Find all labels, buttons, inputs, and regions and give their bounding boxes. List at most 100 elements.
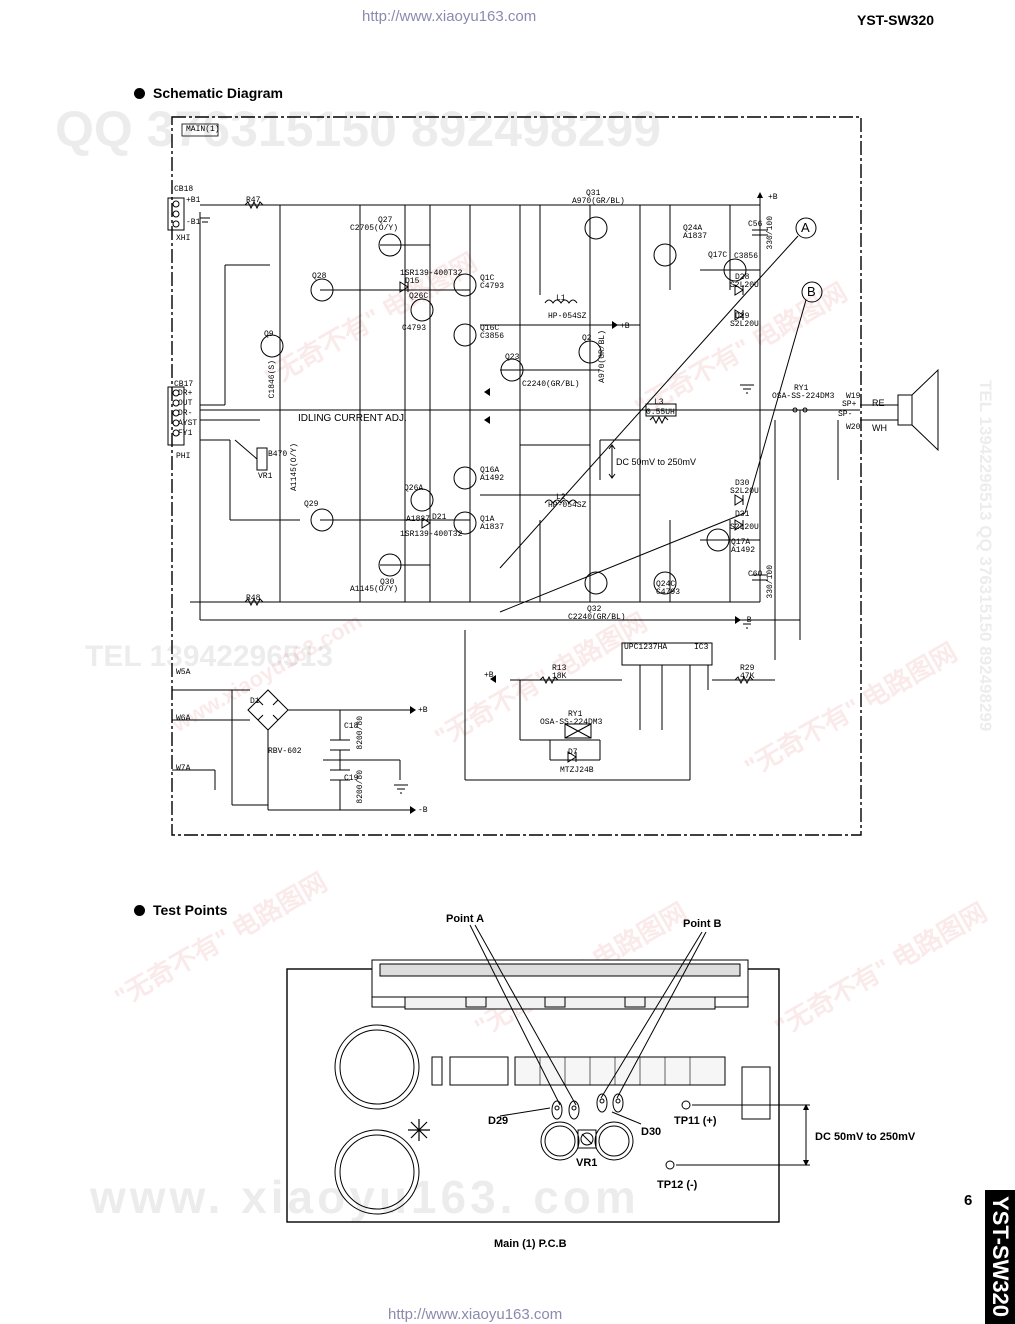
label-ry1b-type: OSA-SS-224DM3 <box>540 718 603 727</box>
point-b-label: Point B <box>683 918 722 930</box>
watermark-qq: QQ 376315150 892498299 <box>55 101 662 157</box>
label-w20: W20 <box>846 423 861 432</box>
label-q16a: Q16A <box>480 466 500 475</box>
label-c19: C19 <box>344 774 359 783</box>
tp12-pad <box>665 1160 675 1170</box>
label-plus-b-ic: +B <box>484 671 494 680</box>
connector-cb18 <box>167 197 185 231</box>
pcb-label: Main (1) P.C.B <box>494 1238 567 1250</box>
tp11-label: TP11 (+) <box>674 1115 717 1127</box>
diode-d29-body <box>551 1100 563 1120</box>
label-q30: Q30 <box>380 578 395 587</box>
label-cb18: CB18 <box>174 185 194 194</box>
transistor-q31 <box>584 216 608 240</box>
d30-label: D30 <box>641 1126 662 1138</box>
label-q17a-type: A1492 <box>731 546 756 555</box>
transistor-q16c <box>453 323 477 347</box>
tp11-pad <box>681 1100 691 1110</box>
label-q16c-type: C3856 <box>480 332 505 341</box>
label-q9: Q9 <box>264 330 274 339</box>
label-q24a-type: A1837 <box>683 232 708 241</box>
pcb-diagram <box>286 924 810 1223</box>
label-c18: C18 <box>344 722 359 731</box>
label-q26a-type: A1837 <box>406 515 431 524</box>
diode-d28 <box>734 284 744 296</box>
board-label: MAIN(1) <box>186 125 220 134</box>
label-c56: C56 <box>748 220 763 229</box>
label-q17a: Q17A <box>731 538 751 547</box>
point-b-leader <box>600 931 703 1099</box>
capacitor-small-right <box>594 1121 634 1161</box>
resistor-r13 <box>539 675 559 685</box>
label-l1: L1 <box>556 294 566 303</box>
schematic-border <box>171 116 862 836</box>
label-q30-type: A1145(O/Y) <box>350 585 399 594</box>
vr1-label: VR1 <box>576 1157 598 1169</box>
label-q17c-type: C3856 <box>734 252 759 261</box>
transistor-q30 <box>378 553 402 577</box>
label-r29-value: 47K <box>740 672 755 681</box>
label-d21-type: 1SR139-400T32 <box>400 530 463 539</box>
label-ry1-type: OSA-SS-224DM3 <box>772 392 835 401</box>
bridge-d1 <box>247 689 289 731</box>
point-a-label: A <box>801 220 810 235</box>
page-number: 6 <box>964 1192 973 1209</box>
diode-d29 <box>734 309 744 321</box>
transistor-q16a <box>453 466 477 490</box>
label-q32-type: C2240(GR/BL) <box>568 613 626 622</box>
resistor-r29 <box>734 675 754 685</box>
footer-url[interactable]: http://www.xiaoyu163.com <box>388 1306 563 1323</box>
label-d15: D15 <box>405 277 420 286</box>
label-ic3-type: UPC1237HA <box>624 643 668 652</box>
label-r13: R13 <box>552 664 567 673</box>
capacitor-large-top <box>334 1024 420 1110</box>
label-q24c-type: C4793 <box>656 588 681 597</box>
test-points-title: Test Points <box>134 902 227 918</box>
transistor-row <box>514 1056 726 1086</box>
resistor-block <box>449 1056 509 1086</box>
label-c19-value: 8200/80 <box>356 770 365 804</box>
label-d21: D21 <box>432 513 447 522</box>
bullet-icon <box>134 904 145 916</box>
label-l2: L2 <box>556 493 566 502</box>
label-q29-type: A1145(O/Y) <box>290 443 299 492</box>
board-label-box <box>181 123 219 137</box>
label-w19: W19 <box>846 392 861 401</box>
label-q29: Q29 <box>304 500 319 509</box>
header-url[interactable]: http://www.xiaoyu163.com <box>362 8 537 25</box>
label-c60: C60 <box>748 570 763 579</box>
schematic-title-text: Schematic Diagram <box>153 85 283 101</box>
label-q23-type: C2240(GR/BL) <box>522 380 580 389</box>
label-plus-b-psu: +B <box>418 706 428 715</box>
label-q23: Q23 <box>505 353 520 362</box>
label-w6a: W6A <box>176 714 191 723</box>
coil-l3 <box>645 403 677 417</box>
diode-d21 <box>421 517 431 529</box>
label-d30: D30 <box>735 479 750 488</box>
label-c60-value: 330/100 <box>766 565 775 599</box>
transistor-q1a <box>453 511 477 535</box>
speaker-cone <box>911 368 939 452</box>
label-r13-value: 18K <box>552 672 567 681</box>
label-l1-type: HP-054SZ <box>548 312 587 321</box>
idling-current-label: IDLING CURRENT ADJ. <box>298 413 407 424</box>
point-b-marker <box>801 281 823 303</box>
label-d1-type: RBV-602 <box>268 747 302 756</box>
relay-coil <box>564 723 592 739</box>
label-cb17: CB17 <box>174 380 194 389</box>
transistor-q26a <box>410 488 434 512</box>
label-w7a: W7A <box>176 764 191 773</box>
label-d31-type: S2L20U <box>730 523 759 532</box>
label-minus-b-psu: -B <box>418 806 428 815</box>
resistor-r129 <box>649 415 669 425</box>
label-r48: R48 <box>246 594 261 603</box>
label-d29: D29 <box>735 312 750 321</box>
label-d1: D1 <box>250 697 260 706</box>
label-ayst: AYST <box>178 419 198 428</box>
transistor-q9 <box>260 334 284 358</box>
label-w5a: W5A <box>176 668 191 677</box>
label-d29-type: S2L20U <box>730 320 759 329</box>
diode-d31 <box>734 519 744 531</box>
label-q16a-type: A1492 <box>480 474 505 483</box>
label-out: OUT <box>178 399 193 408</box>
